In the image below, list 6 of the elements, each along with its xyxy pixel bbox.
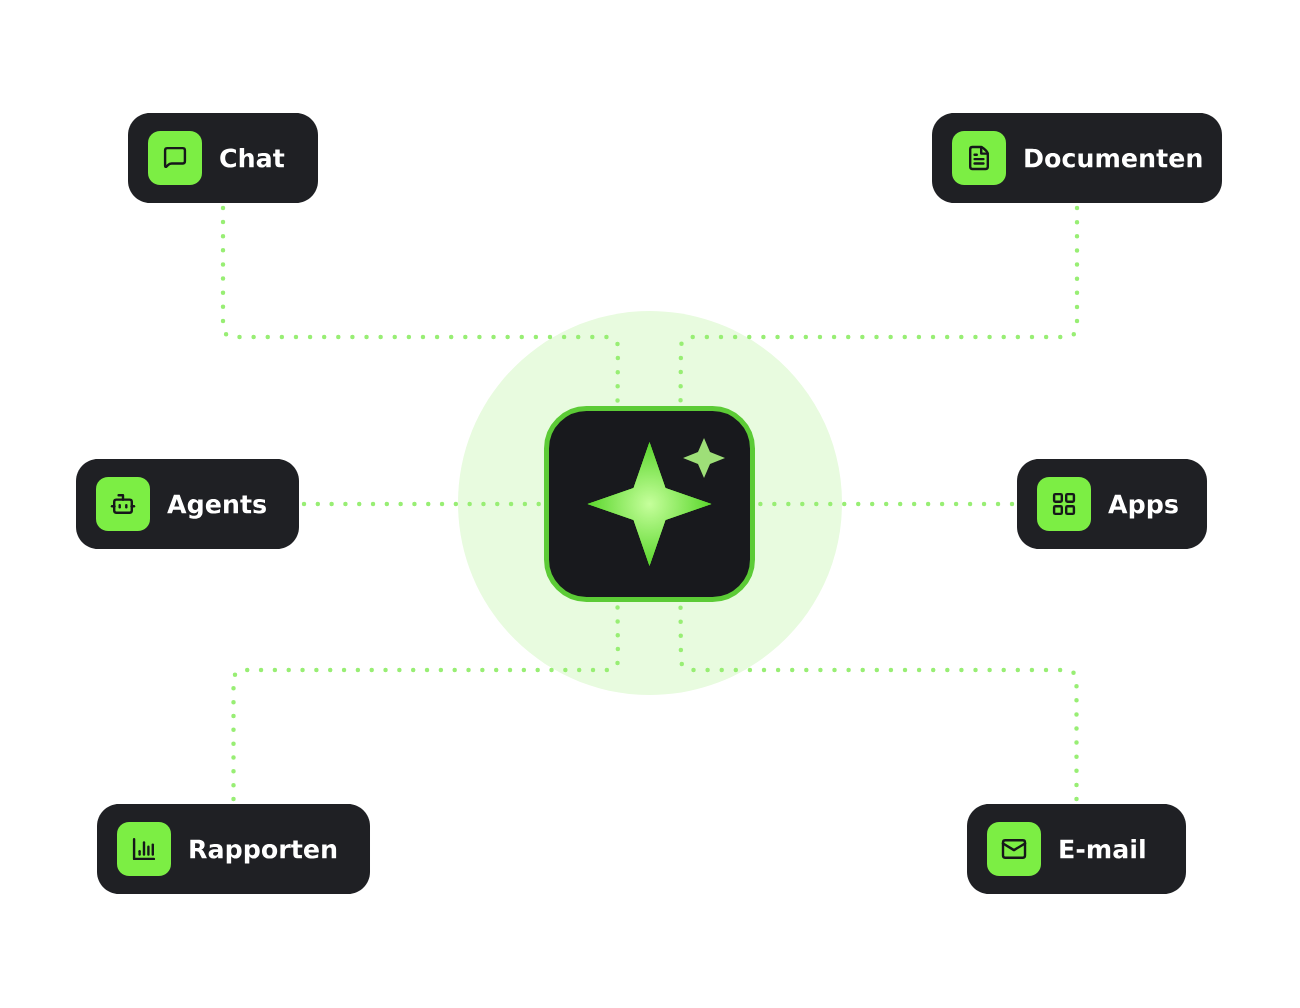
dotted-line (301, 501, 542, 507)
dotted-line (678, 205, 1080, 404)
dotted-line (220, 205, 621, 404)
dotted-line (678, 604, 1079, 802)
dotted-line (757, 501, 1015, 507)
dotted-line (231, 604, 621, 802)
